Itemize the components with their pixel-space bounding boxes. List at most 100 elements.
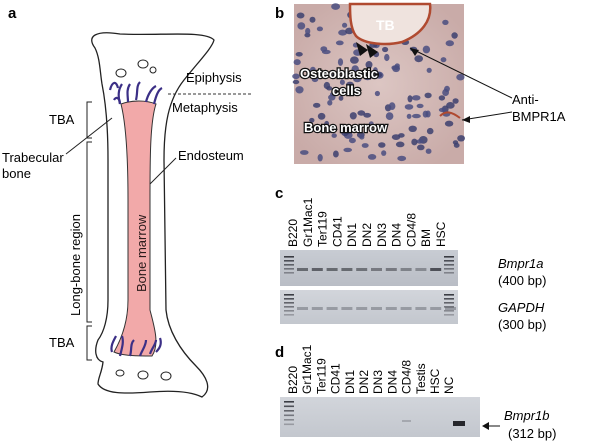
cell-nucleus [374,90,380,97]
anti-arrow-2 [461,111,513,121]
anti-arrow-1 [409,47,513,99]
panel-d-lane-label: DN4 [385,370,399,394]
gel-bmpr1a-bands [284,256,454,274]
gapdh-band [341,307,353,310]
bmpr1a-band [356,268,368,271]
ladder-band [444,260,454,262]
cell-nucleus [327,100,333,106]
gene-bmpr1a-size: (400 bp) [498,273,546,288]
panel-c-letter: c [275,185,283,202]
cell-nucleus [363,112,372,118]
cell-nucleus [343,147,353,153]
cell-nucleus [300,150,309,155]
cell-nucleus [352,75,362,83]
cell-nucleus [367,154,377,160]
cell-nucleus [317,112,326,120]
gene-gapdh-label: GAPDH [498,300,545,315]
cell-nucleus [446,102,455,109]
gene-gapdh-size: (300 bp) [498,317,546,332]
long-bone-region-label: Long-bone region [68,214,83,316]
cell-nucleus [342,22,348,28]
gene-bmpr1b-size: (312 bp) [508,426,556,441]
ladder-band [284,272,294,274]
cell-nucleus [351,65,359,73]
cell-nucleus [417,144,425,151]
bmpr1b-arrowhead [482,422,489,430]
panel-d-lane-label: NC [442,376,456,394]
tba-bottom-label: TBA [49,335,75,350]
gapdh-band [371,307,382,310]
ladder-band [284,268,294,270]
bone-marrow-cavity [113,100,157,357]
cell-nucleus [316,26,323,32]
ladder-band [444,256,454,258]
cell-nucleus [368,121,374,127]
cell-nucleus [311,76,319,83]
epiphysis-label: Epiphysis [186,70,242,85]
ladder-band [284,302,294,304]
bmpr1a-band [371,268,382,271]
gel-bmpr1a [280,250,458,286]
anti-arrowhead-1 [410,48,419,56]
gapdh-band [385,307,397,310]
gapdh-band [297,307,308,310]
gel-bmpr1b-bands [284,401,465,426]
anti-arrowhead-2 [462,116,470,123]
ladder-band [284,256,294,258]
cell-nucleus [359,134,365,140]
cell-nucleus [292,73,300,80]
bmpr1b-faint-band [402,420,411,422]
cell-nucleus [406,113,412,119]
cell-nucleus [328,128,334,134]
cell-nucleus [438,95,446,101]
panel-a-letter: a [8,5,17,22]
anti-label-line2: BMPR1A [512,109,566,124]
cell-nucleus [357,110,366,116]
panel-c-lane-label: CD41 [330,216,344,247]
tb-label: TB [376,17,395,33]
bmpr1a-band [385,268,397,271]
bmpr1a-band [297,268,308,271]
ladder-band [284,294,294,296]
ladder-band [284,314,294,316]
cell-nucleus [442,19,449,25]
ladder-band [444,314,454,316]
cell-nucleus [456,73,465,81]
bone-marrow-micro-label: Bone marrow [304,120,388,135]
cell-nucleus [361,143,369,148]
panel-c-lane-label: DN4 [390,223,404,247]
panel-d-letter: d [275,344,284,361]
tba-top-label: TBA [49,112,75,127]
cell-nucleus [407,95,413,103]
panel-d-lane-label: DN2 [357,370,371,394]
bmpr1a-band [326,268,338,271]
cell-nucleus [292,79,300,85]
ladder-band [284,414,294,417]
ladder-band [444,310,454,312]
cell-nucleus [438,107,447,113]
cell-nucleus [394,63,400,69]
ladder-band [284,298,294,300]
cell-nucleus [349,112,357,120]
cell-nucleus [425,110,431,118]
cell-nucleus [313,102,321,108]
cell-nucleus [440,57,447,63]
cell-nucleus [391,134,401,141]
cell-nucleus [411,138,418,146]
cell-nucleus [452,98,459,104]
cell-nucleus [388,102,396,110]
cell-nucleus [395,141,405,148]
cell-nucleus [422,45,431,54]
panel-a: a [2,5,252,398]
cell-nucleus [365,61,373,69]
osteoblastic-label-line1: Osteoblastic [300,66,378,81]
cell-nucleus [295,86,304,94]
cell-nucleus [333,150,339,158]
bone-outline [91,32,215,398]
bmpr1a-band [311,268,323,271]
cell-nucleus [323,81,331,90]
panel-d-lane-label: Testis [414,363,428,394]
panel-d-lane-label: DN3 [371,370,385,394]
cell-nucleus [457,135,465,142]
